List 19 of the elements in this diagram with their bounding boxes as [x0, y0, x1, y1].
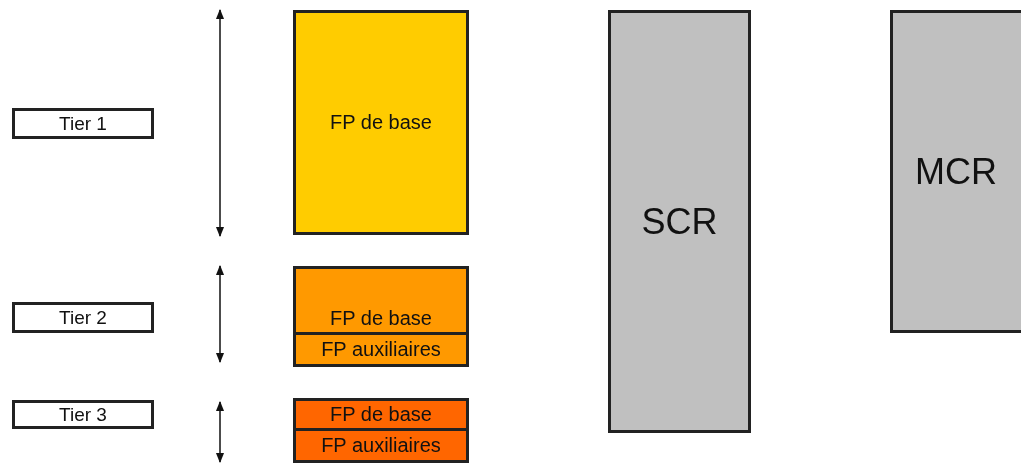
block-label: FP de base [330, 403, 432, 426]
tier-label: Tier 2 [59, 306, 107, 329]
tier-label-box [12, 108, 154, 139]
capital-block [293, 428, 469, 463]
requirement-label: SCR [641, 200, 718, 243]
tier-label-box [12, 400, 154, 429]
capital-block [293, 266, 469, 335]
tier-label: Tier 1 [59, 112, 107, 135]
block-label: FP de base [330, 307, 432, 330]
requirement-label: MCR [915, 151, 997, 193]
requirement-bar [608, 10, 751, 433]
block-label: FP auxiliaires [321, 434, 441, 457]
tier-label: Tier 3 [59, 403, 107, 426]
capital-block [293, 332, 469, 367]
tier-label-box [12, 302, 154, 333]
block-label: FP auxiliaires [321, 338, 441, 361]
requirement-bar [890, 10, 1021, 333]
capital-block [293, 10, 469, 235]
block-label: FP de base [330, 111, 432, 134]
